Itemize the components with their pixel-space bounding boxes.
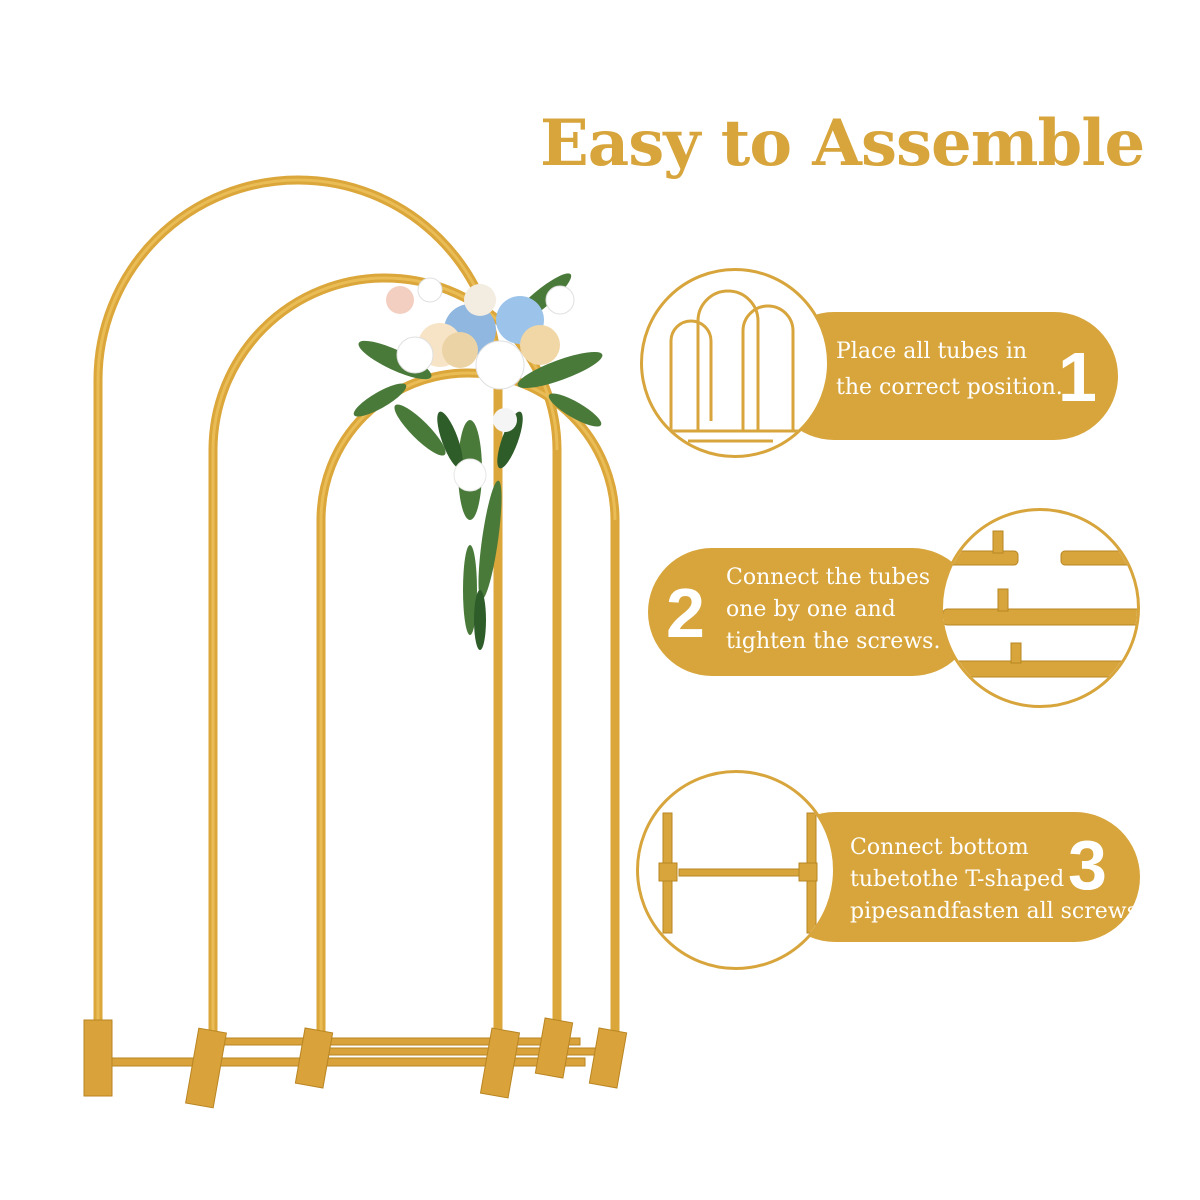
three-arches-icon [640, 268, 830, 458]
page-title: Easy to Assemble [540, 106, 1145, 181]
step-2-line-2: one by one and [726, 597, 896, 622]
step-2-card: 2 Connect the tubes one by one and tight… [648, 548, 976, 676]
step-1-number: 1 [1058, 338, 1097, 416]
step-2-line-3: tighten the screws. [726, 629, 941, 654]
step-3-number: 3 [1068, 826, 1107, 904]
step-3-line-2: tubetothe T-shaped [850, 867, 1065, 892]
step-3-line-3: pipesandfasten all screws [850, 899, 1138, 924]
step-3-line-1: Connect bottom [850, 835, 1029, 860]
tube-connector-icon [940, 508, 1140, 708]
step-2-number: 2 [666, 574, 705, 652]
step-2-line-1: Connect the tubes [726, 565, 931, 590]
step-1-line-2: the correct position. [836, 375, 1063, 400]
t-base-icon [636, 770, 836, 970]
step-3-card: Connect bottom tubetothe T-shaped pipesa… [770, 812, 1140, 942]
step-1-line-1: Place all tubes in [836, 339, 1028, 364]
flower-bouquet-icon [353, 273, 603, 650]
